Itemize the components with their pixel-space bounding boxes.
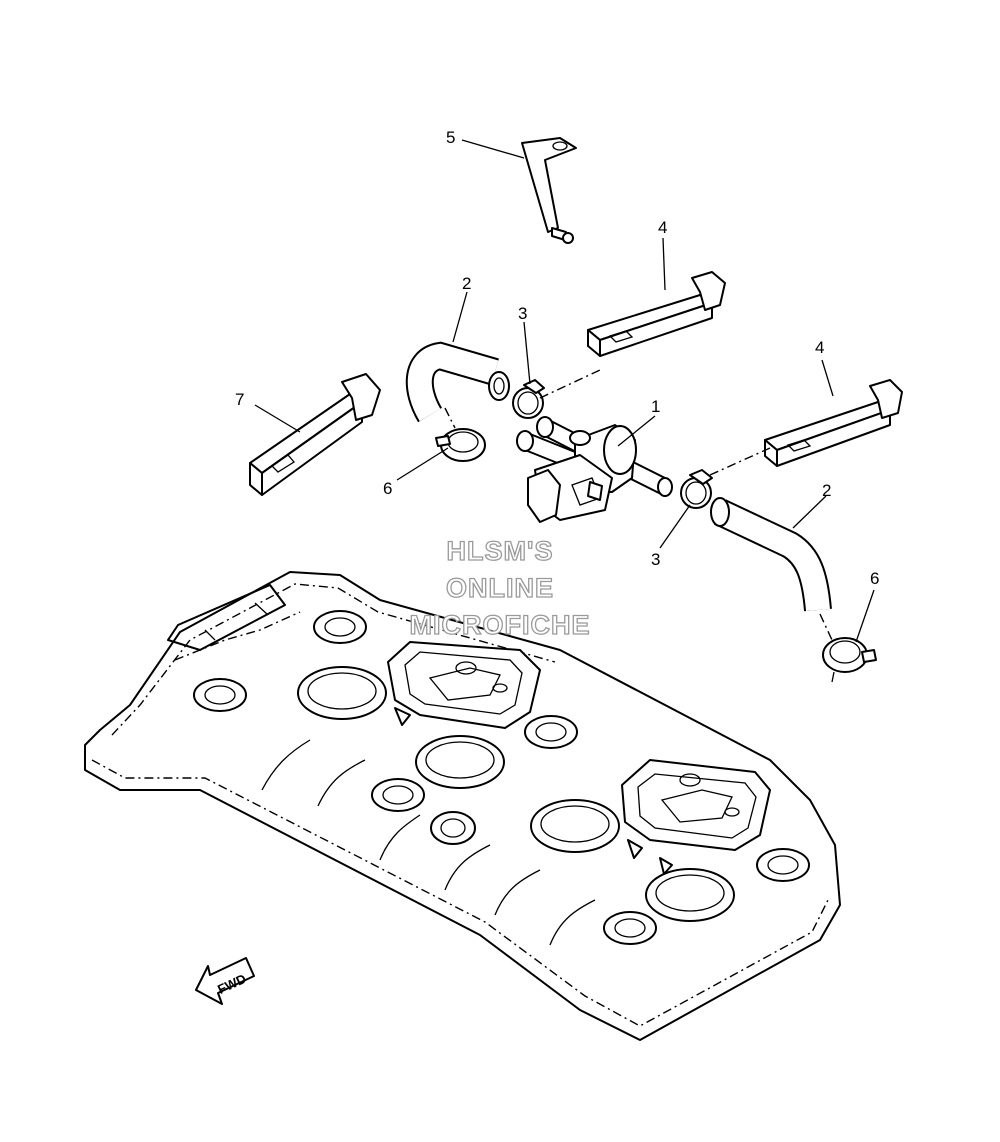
plug-hole bbox=[530, 799, 620, 853]
bolt-boss bbox=[313, 610, 367, 644]
clamp-part-7 bbox=[249, 373, 381, 496]
reed-valve-housing bbox=[387, 641, 541, 729]
callout-6: 6 bbox=[383, 479, 392, 498]
alignment-line bbox=[539, 369, 601, 399]
bolt-boss bbox=[430, 811, 476, 845]
cylinder-head-cover bbox=[84, 571, 841, 1041]
hose-clip-part-3 bbox=[512, 379, 545, 419]
plug-hole bbox=[415, 735, 505, 789]
bolt-boss bbox=[371, 778, 425, 812]
hose-clip-part-6 bbox=[435, 428, 486, 462]
hose-clip-part-3 bbox=[680, 469, 713, 509]
callout-5: 5 bbox=[446, 128, 455, 147]
watermark-line-1: HLSM'S bbox=[447, 536, 554, 566]
bolt-boss bbox=[603, 911, 657, 945]
reed-valve-housing bbox=[621, 759, 771, 875]
alignment-line bbox=[709, 447, 771, 476]
callout-1: 1 bbox=[651, 397, 660, 416]
bolt-boss bbox=[524, 715, 578, 749]
watermark-line-2: ONLINE bbox=[446, 573, 554, 603]
clamp-part-4 bbox=[764, 379, 903, 467]
callout-4: 4 bbox=[815, 338, 824, 357]
alignment-line bbox=[444, 407, 456, 429]
hose-clip-part-6 bbox=[822, 637, 877, 683]
leader-lines bbox=[254, 139, 875, 643]
callout-4: 4 bbox=[658, 218, 667, 237]
callout-3: 3 bbox=[651, 550, 660, 569]
air-induction-valve-part-1 bbox=[516, 416, 673, 523]
callout-7: 7 bbox=[235, 390, 244, 409]
watermark: HLSM'S ONLINE MICROFICHE bbox=[409, 535, 591, 640]
bracket-part-5 bbox=[521, 137, 577, 244]
plug-hole bbox=[645, 868, 735, 922]
hose-part-2 bbox=[405, 341, 510, 423]
callout-2: 2 bbox=[462, 274, 471, 293]
bolt-boss bbox=[756, 848, 810, 882]
fwd-arrow: FWD bbox=[195, 957, 255, 1005]
callout-2: 2 bbox=[822, 481, 831, 500]
callout-3: 3 bbox=[518, 304, 527, 323]
callout-6: 6 bbox=[870, 569, 879, 588]
hose-part-2 bbox=[710, 497, 832, 612]
alignment-line bbox=[819, 613, 833, 641]
watermark-line-3: MICROFICHE bbox=[410, 610, 591, 640]
clamp-part-4 bbox=[587, 271, 726, 357]
bolt-boss bbox=[193, 678, 247, 712]
plug-hole bbox=[297, 666, 387, 720]
